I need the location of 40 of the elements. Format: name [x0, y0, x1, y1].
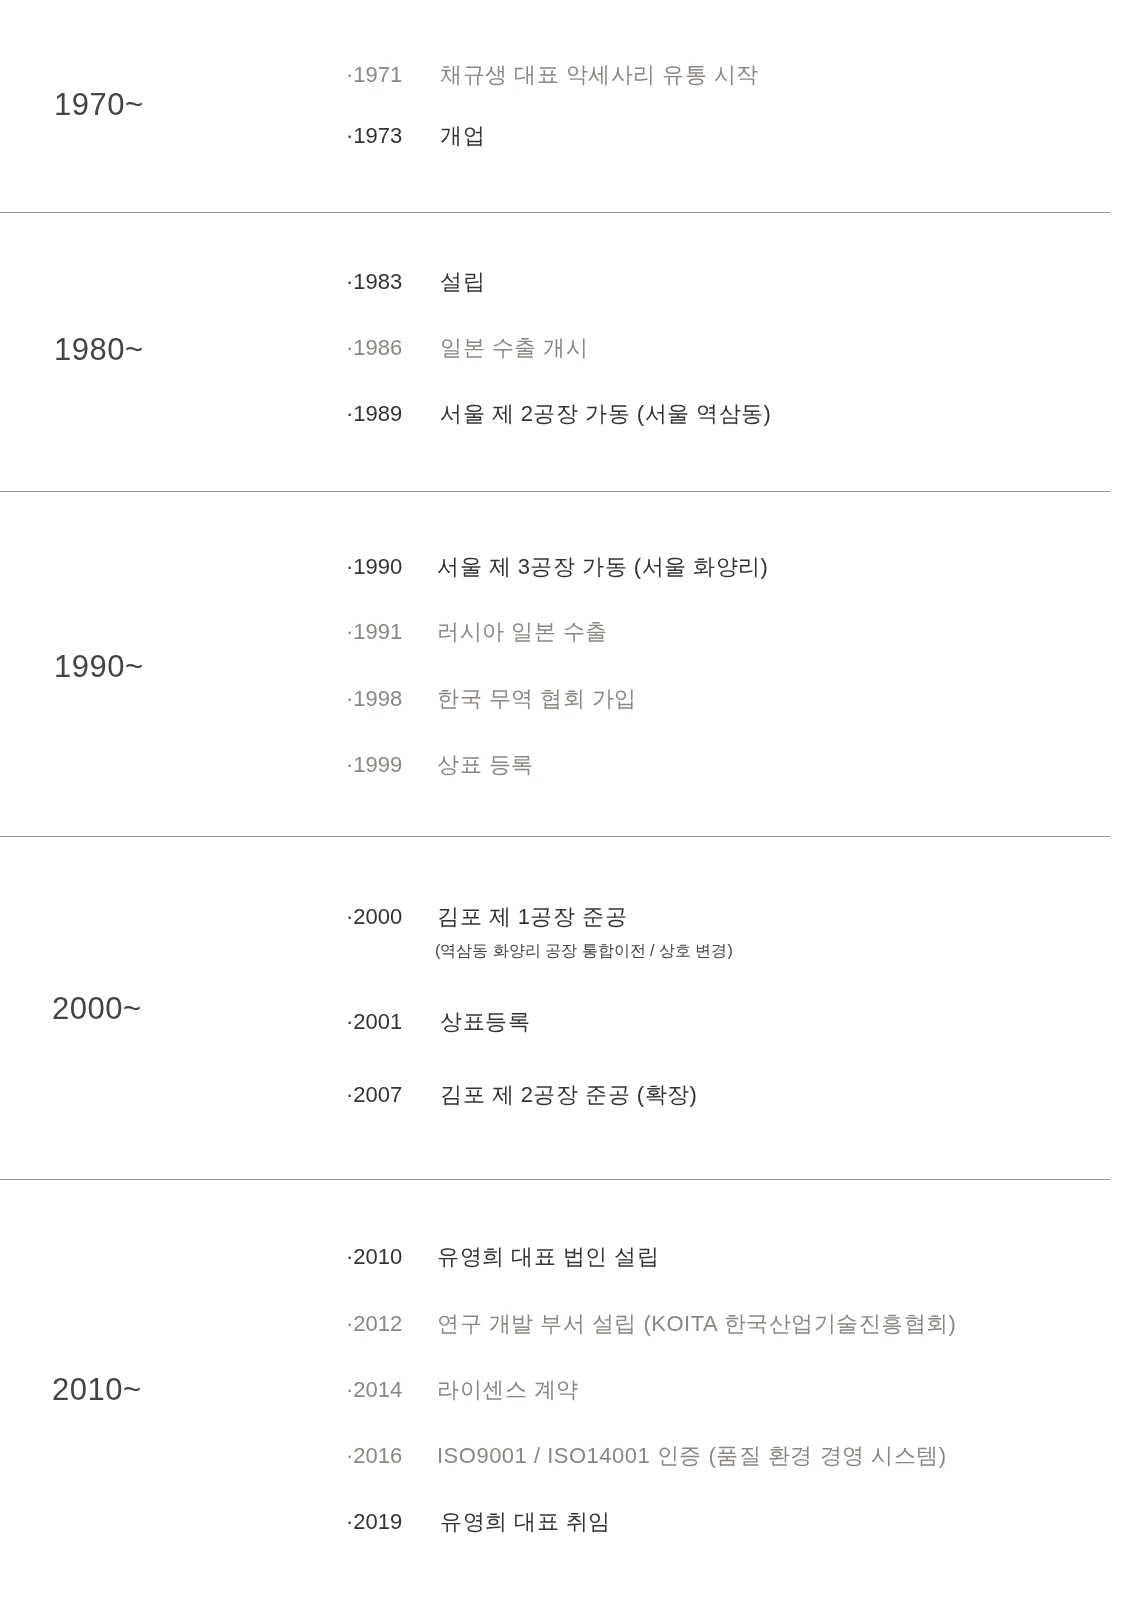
year-label: ·2012 — [346, 1313, 403, 1335]
year-label: ·1998 — [346, 688, 403, 710]
year-label: ·2016 — [346, 1445, 403, 1467]
event-text: 상표등록 — [440, 1011, 530, 1033]
year-label: ·1983 — [346, 271, 403, 293]
event-text: 개업 — [440, 125, 485, 147]
event-text: 김포 제 1공장 준공 — [437, 906, 628, 928]
event-text: 서울 제 3공장 가동 (서울 화양리) — [437, 556, 769, 578]
year-label: ·2019 — [346, 1511, 403, 1533]
year-label: ·2014 — [346, 1379, 403, 1401]
event-text: 유영희 대표 취임 — [440, 1511, 611, 1533]
year-label: ·2007 — [346, 1084, 403, 1106]
decade-label: 1990~ — [54, 650, 144, 682]
year-label: ·1986 — [346, 337, 403, 359]
decade-label: 2000~ — [52, 992, 142, 1024]
event-text: 서울 제 2공장 가동 (서울 역삼동) — [440, 403, 772, 425]
year-label: ·2010 — [346, 1246, 403, 1268]
event-text: 라이센스 계약 — [437, 1379, 579, 1401]
event-text: 유영희 대표 법인 설립 — [437, 1246, 660, 1268]
event-text: 한국 무역 협회 가입 — [437, 688, 637, 710]
event-note: (역삼동 화양리 공장 통합이전 / 상호 변경) — [435, 943, 733, 959]
year-label: ·1973 — [346, 125, 403, 147]
event-text: 채규생 대표 악세사리 유통 시작 — [440, 64, 759, 86]
year-label: ·1989 — [346, 403, 403, 425]
year-label: ·1999 — [346, 754, 403, 776]
year-label: ·2000 — [346, 906, 403, 928]
decade-label: 1970~ — [54, 88, 144, 120]
event-text: 연구 개발 부서 설립 (KOITA 한국산업기술진흥협회) — [437, 1313, 957, 1335]
event-text: 상표 등록 — [437, 754, 534, 776]
event-text: 김포 제 2공장 준공 (확장) — [440, 1084, 698, 1106]
decade-label: 2010~ — [52, 1373, 142, 1405]
year-label: ·1971 — [346, 64, 403, 86]
year-label: ·1991 — [346, 621, 403, 643]
event-text: 설립 — [440, 271, 485, 293]
event-text: 일본 수출 개시 — [440, 337, 589, 359]
year-label: ·1990 — [346, 556, 403, 578]
year-label: ·2001 — [346, 1011, 403, 1033]
event-text: ISO9001 / ISO14001 인증 (품질 환경 경영 시스템) — [437, 1445, 947, 1467]
decade-label: 1980~ — [54, 333, 144, 365]
event-text: 러시아 일본 수출 — [437, 621, 608, 643]
